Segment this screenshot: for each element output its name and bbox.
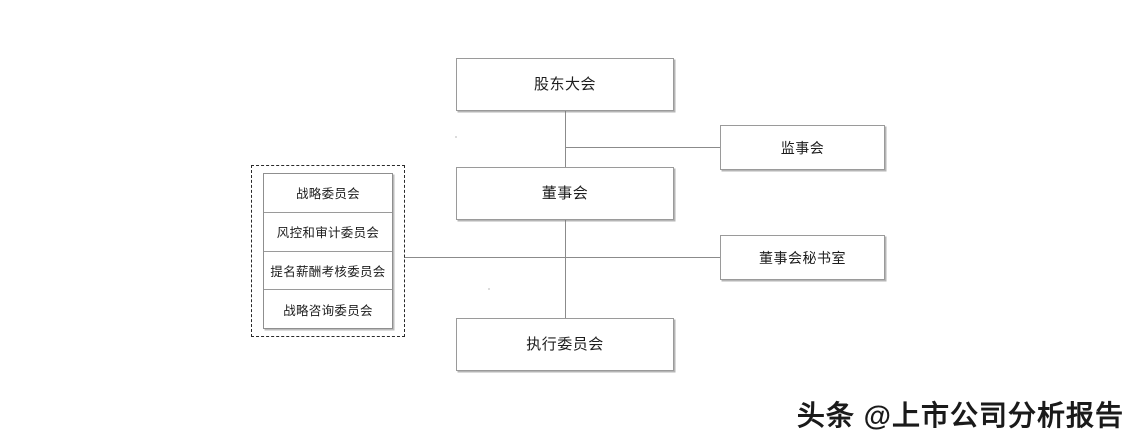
watermark-text: 头条 @上市公司分析报告 bbox=[796, 400, 1124, 431]
node-board-secretariat-label: 董事会秘书室 bbox=[759, 249, 846, 266]
committee-item-risk-audit-label: 风控和审计委员会 bbox=[276, 226, 380, 241]
committee-item-strategy[interactable]: 战略委员会 bbox=[264, 174, 392, 213]
node-shareholders-meeting[interactable]: 股东大会 bbox=[456, 58, 674, 111]
committee-item-strategy-label: 战略委员会 bbox=[295, 187, 360, 202]
node-board-secretariat[interactable]: 董事会秘书室 bbox=[720, 235, 885, 280]
connector-shareholders-to-board bbox=[565, 111, 566, 168]
node-board-of-supervisors[interactable]: 监事会 bbox=[720, 125, 885, 170]
node-board-of-supervisors-label: 监事会 bbox=[780, 139, 825, 156]
committee-item-risk-audit[interactable]: 风控和审计委员会 bbox=[264, 213, 392, 252]
scan-speck bbox=[455, 136, 457, 138]
committee-group-dashed-border bbox=[251, 165, 405, 337]
node-executive-committee-label: 执行委员会 bbox=[526, 336, 604, 353]
connector-board-to-secretariat-and-committees bbox=[404, 257, 721, 258]
node-board-of-directors[interactable]: 董事会 bbox=[456, 167, 674, 220]
connector-board-to-executive bbox=[565, 220, 566, 319]
committee-item-strategy-advisory[interactable]: 战略咨询委员会 bbox=[264, 290, 392, 328]
committee-group-stack: 战略委员会 风控和审计委员会 提名薪酬考核委员会 战略咨询委员会 bbox=[263, 173, 393, 329]
node-board-of-directors-label: 董事会 bbox=[541, 185, 589, 202]
node-executive-committee[interactable]: 执行委员会 bbox=[456, 318, 674, 371]
committee-item-nomination-compensation-label: 提名薪酬考核委员会 bbox=[270, 264, 386, 279]
scan-speck bbox=[488, 288, 490, 290]
committee-item-strategy-advisory-label: 战略咨询委员会 bbox=[283, 303, 373, 318]
connector-shareholders-to-supervisors bbox=[565, 147, 721, 148]
committee-item-nomination-compensation[interactable]: 提名薪酬考核委员会 bbox=[264, 252, 392, 291]
node-shareholders-meeting-label: 股东大会 bbox=[533, 76, 596, 93]
